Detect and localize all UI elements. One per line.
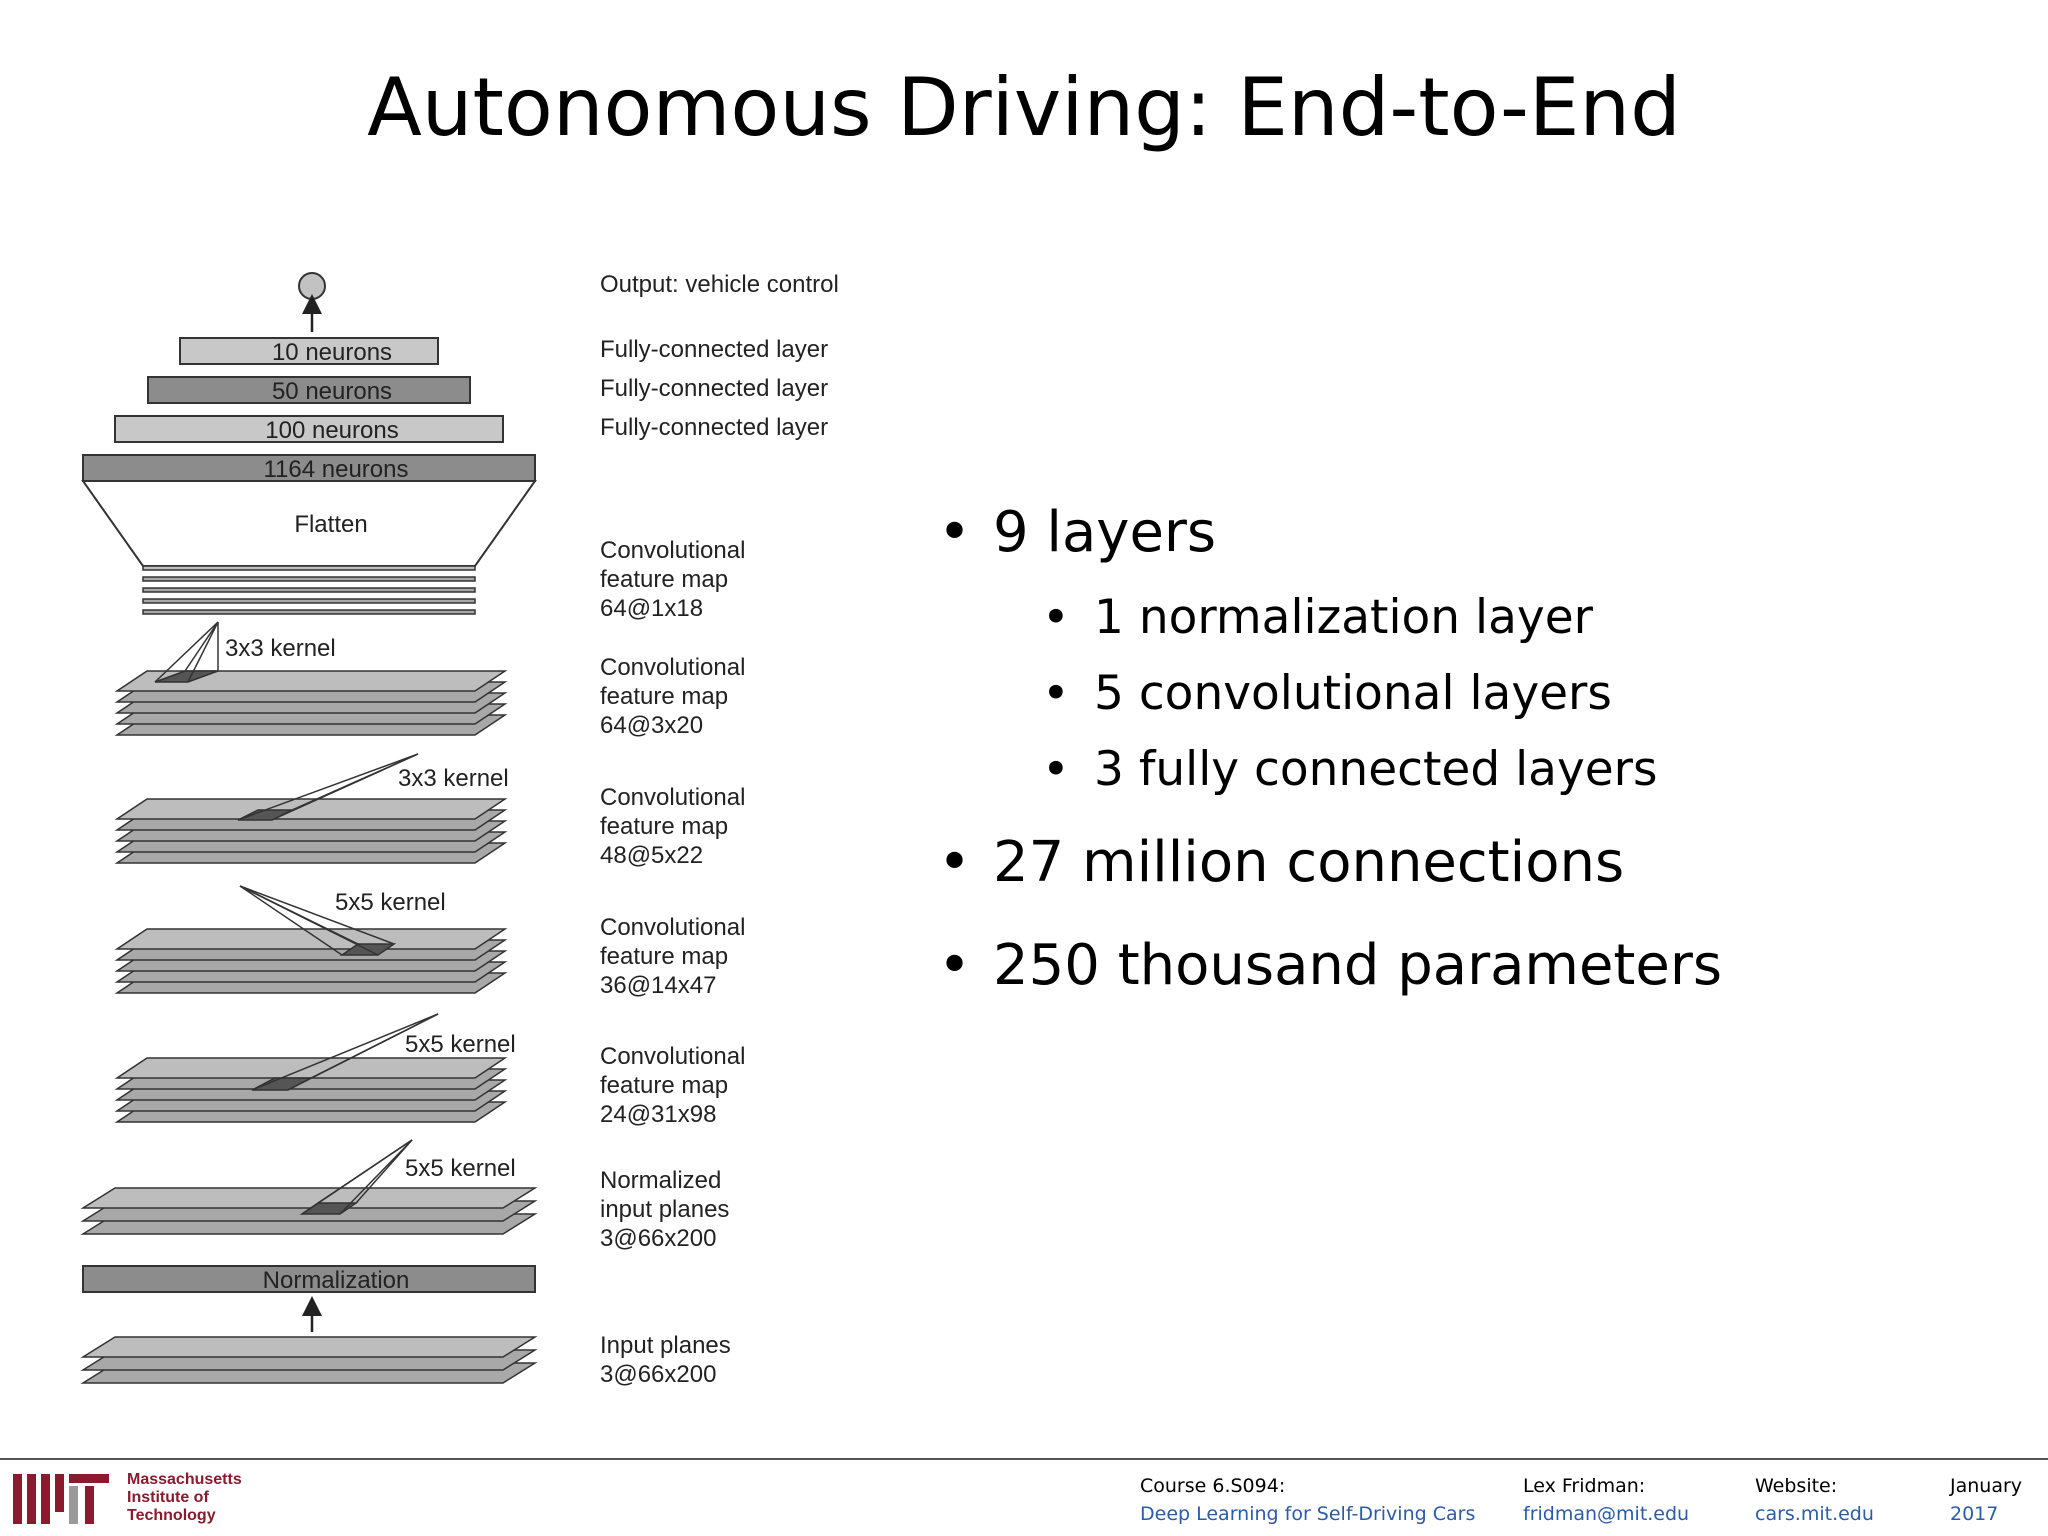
svg-text:feature map: feature map — [600, 943, 728, 970]
feature-plane — [142, 565, 476, 571]
nvidia-cnn-architecture-diagram: 10 neurons 50 neurons 100 neurons 1164 n… — [80, 271, 839, 1388]
fc-label-2: Fully-connected layer — [600, 375, 828, 402]
feature-plane — [142, 587, 476, 593]
course-name-link[interactable]: Deep Learning for Self-Driving Cars — [1140, 1503, 1476, 1525]
fc-box-50-label: 50 neurons — [272, 378, 392, 405]
stack-64-1x18 — [142, 565, 476, 615]
author-email-link[interactable]: fridman@mit.edu — [1523, 1503, 1690, 1525]
svg-text:3@66x200: 3@66x200 — [600, 1225, 716, 1252]
layer-label-64-1x18: Convolutional feature map 64@1x18 — [600, 537, 745, 622]
feature-plane — [114, 1057, 508, 1079]
layer-label-normalized-input: Normalized input planes 3@66x200 — [600, 1167, 729, 1252]
feature-plane — [142, 576, 476, 582]
mit-logo-icon — [13, 1474, 109, 1524]
website-link[interactable]: cars.mit.edu — [1755, 1503, 1874, 1525]
kernel-2 — [237, 753, 419, 821]
svg-text:24@31x98: 24@31x98 — [600, 1101, 716, 1128]
svg-text:Convolutional: Convolutional — [600, 537, 745, 564]
normalization-box — [82, 1265, 536, 1293]
kernel-1-label: 3x3 kernel — [225, 635, 336, 662]
stack-48-5x22 — [114, 798, 508, 864]
mit-institute-name: Massachusetts Institute of Technology — [127, 1471, 242, 1524]
layer-label-48-5x22: Convolutional feature map 48@5x22 — [600, 784, 745, 869]
svg-text:input planes: input planes — [600, 1196, 729, 1223]
svg-text:Convolutional: Convolutional — [600, 1043, 745, 1070]
slide-title: Autonomous Driving: End-to-End — [367, 61, 1681, 154]
stack-24-31x98 — [114, 1057, 508, 1123]
footer-divider — [0, 1458, 2048, 1460]
stack-64-3x20 — [114, 670, 508, 736]
kernel-5-label: 5x5 kernel — [405, 1155, 516, 1182]
fc-label-3: Fully-connected layer — [600, 414, 828, 441]
svg-text:48@5x22: 48@5x22 — [600, 842, 703, 869]
svg-text:Input planes: Input planes — [600, 1332, 731, 1359]
fc-label-1: Fully-connected layer — [600, 336, 828, 363]
kernel-3 — [239, 885, 397, 956]
svg-text:feature map: feature map — [600, 1072, 728, 1099]
stack-input-planes — [80, 1336, 538, 1384]
kernel-3-label: 5x5 kernel — [335, 889, 446, 916]
fc-box-100-label: 100 neurons — [265, 417, 398, 444]
fc-box-50 — [147, 376, 471, 404]
fc-box-10 — [179, 337, 439, 365]
output-label: Output: vehicle control — [600, 271, 839, 298]
kernel-2-label: 3x3 kernel — [398, 765, 509, 792]
svg-text:Convolutional: Convolutional — [600, 654, 745, 681]
layer-label-36-14x47: Convolutional feature map 36@14x47 — [600, 914, 745, 999]
svg-text:3@66x200: 3@66x200 — [600, 1361, 716, 1388]
feature-map-stacks — [80, 565, 538, 1384]
fc-box-100 — [114, 415, 504, 443]
svg-text:feature map: feature map — [600, 683, 728, 710]
layer-label-input-planes: Input planes 3@66x200 — [600, 1332, 731, 1388]
kernel-5 — [299, 1139, 413, 1215]
flatten-label: Flatten — [294, 511, 367, 538]
kernel-4 — [251, 1013, 439, 1091]
layer-label-24-31x98: Convolutional feature map 24@31x98 — [600, 1043, 745, 1128]
feature-plane — [142, 609, 476, 615]
feature-plane — [142, 598, 476, 604]
feature-plane — [80, 1336, 538, 1358]
stack-36-14x47 — [114, 928, 508, 994]
footer-course: Course 6.S094: Deep Learning for Self-Dr… — [1140, 1472, 1475, 1528]
footer-website: Website: cars.mit.edu — [1755, 1472, 1874, 1528]
svg-text:feature map: feature map — [600, 813, 728, 840]
feature-plane — [114, 670, 508, 692]
svg-text:Normalized: Normalized — [600, 1167, 721, 1194]
fc-box-10-label: 10 neurons — [272, 339, 392, 366]
output-node — [298, 272, 326, 300]
kernel-4-label: 5x5 kernel — [405, 1031, 516, 1058]
svg-text:64@1x18: 64@1x18 — [600, 595, 703, 622]
kernel-1 — [154, 621, 219, 683]
fc-box-1164-label: 1164 neurons — [263, 456, 408, 483]
footer-date: January 2017 — [1950, 1475, 2023, 1525]
feature-plane — [80, 1187, 538, 1209]
footer-author: Lex Fridman: fridman@mit.edu — [1523, 1472, 1689, 1528]
svg-text:64@3x20: 64@3x20 — [600, 712, 703, 739]
svg-text:Convolutional: Convolutional — [600, 914, 745, 941]
normalization-label: Normalization — [263, 1267, 410, 1294]
svg-text:Convolutional: Convolutional — [600, 784, 745, 811]
svg-text:36@14x47: 36@14x47 — [600, 972, 716, 999]
layer-label-64-3x20: Convolutional feature map 64@3x20 — [600, 654, 745, 739]
feature-plane — [114, 798, 508, 820]
feature-plane — [114, 928, 508, 950]
svg-text:feature map: feature map — [600, 566, 728, 593]
